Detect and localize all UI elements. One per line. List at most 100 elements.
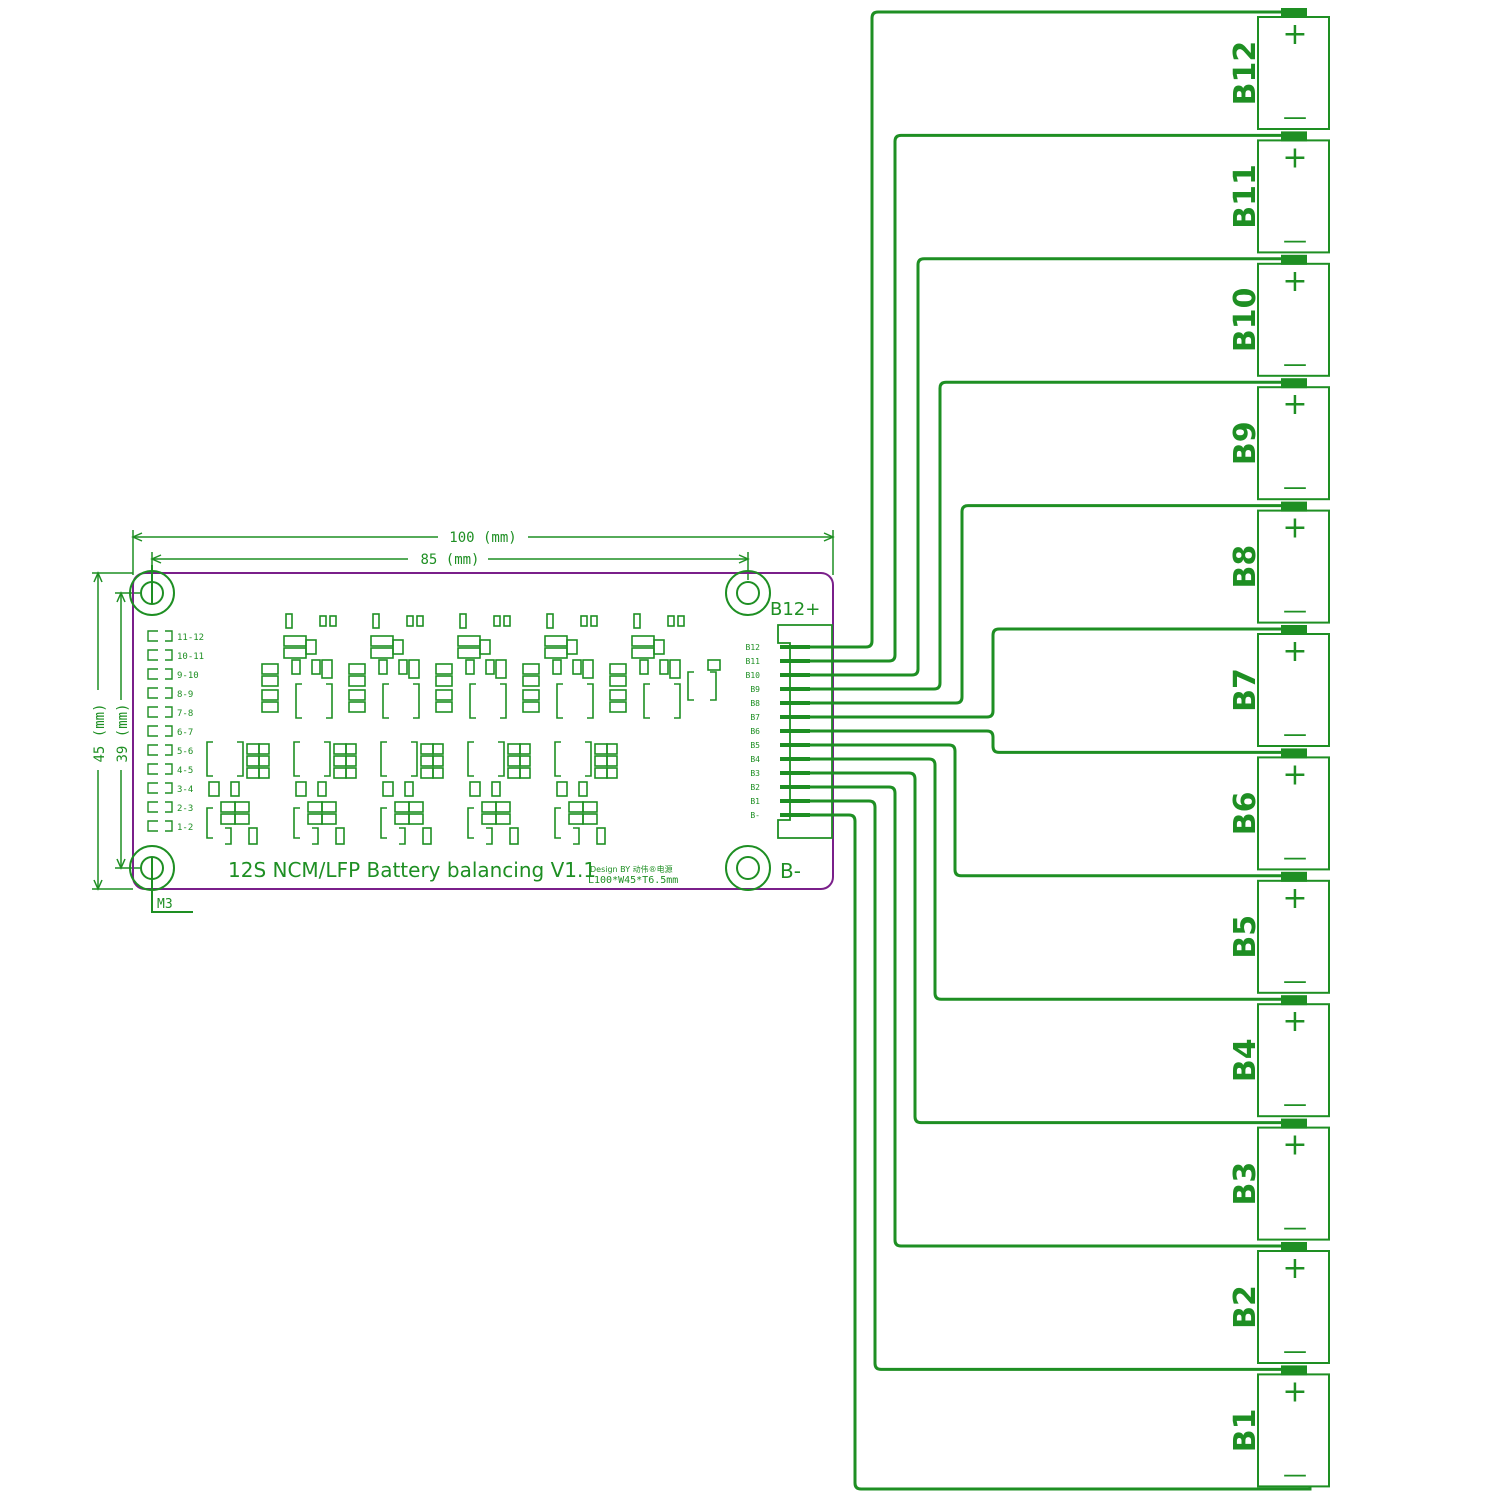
component-outline [469, 683, 476, 719]
battery-cell: +—B5 [1228, 871, 1330, 995]
component-pad [606, 755, 618, 767]
led-bracket [147, 649, 158, 661]
component-pad [333, 767, 347, 779]
design-credit: Design BY 动伟®电源 [590, 864, 673, 874]
component-outline [556, 683, 563, 719]
component-pad [481, 813, 497, 825]
connector-pin [780, 771, 810, 775]
led-bracket [165, 725, 173, 737]
connector-pin [780, 659, 810, 663]
component-pad [568, 813, 584, 825]
component-pad [420, 755, 434, 767]
component-pad [382, 781, 394, 797]
connector-pin-label: B8 [750, 699, 760, 708]
cell-label: B10 [1228, 287, 1263, 352]
balance-pair-label: 11-12 [177, 633, 204, 643]
component-pad [596, 827, 606, 845]
component-pad [432, 743, 444, 755]
cell-minus-sign: — [1283, 473, 1307, 501]
led-bracket [147, 782, 158, 794]
pcb-board-outline [132, 572, 834, 890]
cell-body [1257, 1250, 1330, 1364]
terminal-bottom-label: B- [780, 859, 801, 883]
cell-minus-sign: — [1283, 350, 1307, 378]
led-bracket [165, 763, 173, 775]
component-pad [707, 659, 721, 671]
cell-plus-sign: + [1282, 757, 1307, 792]
wire [810, 813, 1312, 1491]
component-pad [631, 647, 655, 659]
connector-pin-label: B4 [750, 755, 760, 764]
led-bracket [147, 668, 158, 680]
component-pad [311, 659, 321, 675]
led-bracket [147, 763, 158, 775]
cell-plus-sign: + [1282, 1251, 1307, 1286]
balance-led: 11-12 [147, 630, 204, 643]
cell-body [1257, 1126, 1330, 1241]
battery-cell: +—B7 [1228, 625, 1330, 748]
connector-pin-label: B12 [746, 643, 761, 652]
cell-minus-sign: — [1283, 1214, 1307, 1242]
component-outline [710, 671, 717, 701]
balance-pair-label: 9-10 [177, 671, 199, 681]
component-pad [519, 767, 531, 779]
component-pad [234, 801, 250, 813]
connector-pin [780, 687, 810, 691]
cell-body [1257, 16, 1330, 130]
component-pad [258, 767, 270, 779]
component-pad [491, 781, 501, 797]
component-pad [321, 659, 333, 679]
component-outline [399, 827, 406, 845]
component-pad [544, 647, 568, 659]
component-pad [234, 813, 250, 825]
battery-cell: +—B12 [1228, 8, 1330, 131]
connector-pin [780, 729, 810, 733]
component-pad [544, 635, 568, 647]
board-size-label: L100*W45*T6.5mm [588, 875, 678, 886]
balance-pair-label: 5-6 [177, 747, 193, 757]
cell-label: B9 [1228, 421, 1263, 465]
component-pad [633, 613, 641, 629]
component-pad [503, 615, 511, 627]
connector-pin-label: B5 [750, 741, 760, 750]
connector-pin [780, 799, 810, 803]
wire [810, 729, 1290, 754]
component-outline [382, 683, 389, 719]
component-pad [408, 813, 424, 825]
led-bracket [147, 801, 158, 813]
component-pad [321, 813, 337, 825]
wire [810, 799, 1290, 1371]
component-pad [420, 767, 434, 779]
balance-pair-label: 4-5 [177, 766, 193, 776]
component-pad [305, 639, 317, 655]
component-pad [246, 755, 260, 767]
component-pad [394, 801, 410, 813]
battery-cell: +—B10 [1228, 254, 1330, 378]
component-pad [404, 781, 414, 797]
connector-pin-label: B6 [750, 727, 760, 736]
component-pad [295, 781, 307, 797]
cell-minus-sign: — [1283, 967, 1307, 995]
led-bracket [165, 649, 173, 661]
component-pad [319, 615, 327, 627]
component-pad [333, 743, 347, 755]
balance-led: 4-5 [147, 763, 193, 776]
connector-pin-label: B11 [746, 657, 761, 666]
component-outline [498, 741, 505, 777]
battery-cell: +—B4 [1228, 995, 1330, 1118]
component-pad [493, 615, 501, 627]
connector-pin [780, 645, 810, 649]
component-pad [669, 659, 681, 679]
component-pad [248, 827, 258, 845]
battery-cell: +—B8 [1228, 501, 1330, 625]
component-pad [408, 659, 420, 679]
cell-body [1257, 1373, 1330, 1488]
cell-minus-sign: — [1283, 720, 1307, 748]
component-outline [324, 741, 331, 777]
cell-wires [810, 10, 1312, 1491]
component-pad [659, 659, 669, 675]
component-pad [258, 755, 270, 767]
cell-plus-sign: + [1282, 1374, 1307, 1409]
component-pad [519, 755, 531, 767]
